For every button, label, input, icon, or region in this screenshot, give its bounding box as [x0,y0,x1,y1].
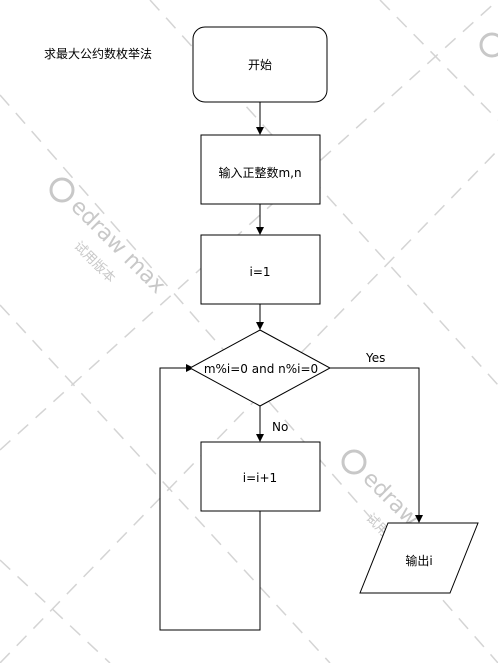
diagram-title: 求最大公约数枚举法 [44,46,152,61]
input-node [200,134,321,205]
input-label: 输入正整数m,n [218,165,301,180]
start-label: 开始 [248,58,272,72]
edge-condition-output [330,367,423,523]
increment-label: i=i+1 [243,471,277,485]
edge-loop-back [159,364,261,631]
connectors [159,102,423,631]
edge-label-no: No [272,420,288,434]
condition-label: m%i=0 and n%i=0 [204,362,318,376]
edge-label-yes: Yes [365,351,385,365]
init-node [200,234,321,305]
start-node [192,26,328,103]
watermark-logo-1: edraw max 试用版本 [49,177,170,299]
output-node [359,522,479,594]
increment-node [200,441,321,512]
watermark-logo-3 [479,32,498,58]
init-label: i=1 [249,265,270,279]
output-label: 输出i [405,553,432,568]
condition-node [188,329,332,407]
